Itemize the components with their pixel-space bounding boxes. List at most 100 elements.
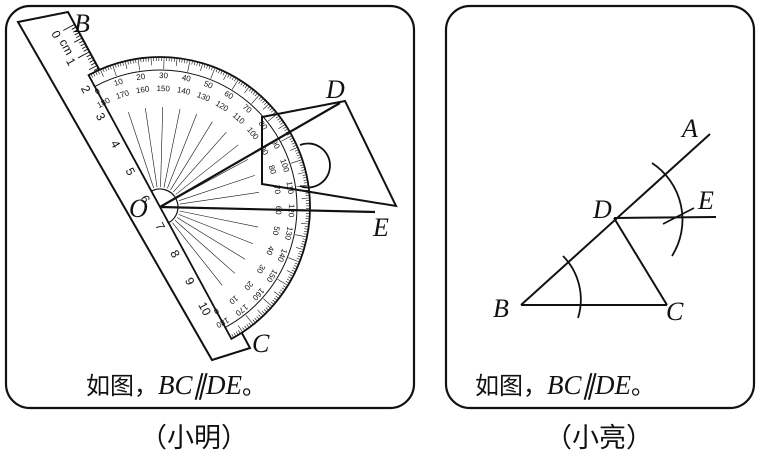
protractor-tick [267, 105, 271, 109]
protractor-inner-number: 0 [212, 306, 221, 316]
protractor-tick [284, 128, 289, 132]
protractor-tick [186, 59, 188, 64]
protractor-tick [267, 305, 271, 309]
protractor-ray [174, 220, 236, 274]
protractor-tick [203, 63, 206, 68]
protractor-tick [281, 135, 293, 142]
ruler-tick [63, 23, 75, 31]
protractor-tick [301, 243, 306, 245]
protractor-tick [303, 179, 308, 181]
protractor-tick [263, 298, 273, 307]
protractor-ray [163, 108, 181, 188]
protractor-ray [169, 224, 208, 296]
protractor-tick [262, 311, 266, 315]
protractor-tick [282, 285, 287, 288]
protractor-tick [262, 103, 270, 110]
protractor-tick [183, 59, 186, 64]
protractor-tick [181, 58, 183, 63]
protractor-tick [277, 278, 288, 286]
protractor-tick [272, 299, 276, 303]
protractor-outer-number: 20 [136, 72, 147, 82]
protractor-tick [231, 76, 235, 81]
protractor-tick [299, 164, 304, 166]
protractor-tick [278, 124, 286, 129]
protractor-tick [122, 61, 124, 66]
protractor-tick [137, 58, 141, 71]
protractor-tick [240, 81, 244, 86]
protractor-tick [238, 325, 243, 333]
protractor-tick [280, 289, 284, 293]
ruler-tick [87, 56, 93, 61]
protractor-tick [107, 66, 110, 71]
point-label-C-right: C [666, 297, 684, 326]
protractor-tick [114, 63, 117, 68]
protractor-tick [238, 330, 241, 334]
protractor-tick [252, 319, 256, 324]
protractor-tick [296, 257, 301, 260]
protractor-tick [124, 61, 128, 69]
protractor-tick [193, 61, 196, 66]
point-label-E-right: E [697, 186, 714, 215]
point-label-C: C [252, 329, 270, 358]
protractor-tick [112, 64, 117, 77]
protractor-tick [291, 142, 296, 145]
protractor-tick [257, 309, 264, 317]
protractor-tick [109, 65, 112, 70]
protractor-rays [112, 107, 260, 296]
protractor-tick [200, 63, 204, 71]
ruler-tick [83, 48, 89, 52]
protractor-tick [258, 314, 262, 318]
protractor-ray [178, 175, 255, 201]
protractor-tick [191, 60, 193, 65]
protractor-tick [295, 234, 308, 238]
protractor-tick [303, 182, 309, 184]
arc-at-B [562, 255, 582, 319]
protractor-tick [263, 309, 268, 313]
right-panel-frame [444, 4, 756, 410]
protractor-inner-number: 160 [135, 84, 150, 95]
protractor-tick [288, 276, 292, 279]
protractor-tick [262, 99, 266, 104]
protractor-outer-number: 0 [93, 86, 102, 96]
line-OE [159, 205, 376, 214]
protractor-tick [132, 59, 134, 64]
protractor-tick [175, 57, 178, 66]
protractor-tick [303, 233, 308, 235]
ruler-tick [73, 29, 78, 33]
protractor-tick [256, 316, 260, 320]
protractor-tick [302, 174, 307, 176]
protractor-outer-number: 40 [181, 73, 192, 84]
point-label-B-right: B [493, 294, 509, 323]
protractor-ray [178, 214, 254, 245]
protractor-ray [128, 112, 154, 189]
protractor-tick [299, 161, 304, 164]
protractor-tick [210, 66, 213, 71]
protractor-tick [246, 324, 250, 328]
protractor: 0102030405060708090100110120130140150160… [87, 56, 311, 341]
set-square-hole [299, 142, 331, 189]
point-label-D: D [325, 75, 345, 104]
ray-DE [613, 216, 717, 219]
protractor-tick [231, 333, 234, 338]
protractor-tick [222, 71, 225, 76]
protractor-tick [129, 59, 132, 64]
protractor-tick [290, 147, 298, 151]
protractor-tick [220, 70, 223, 75]
protractor-tick [298, 253, 303, 256]
point-label-E: E [372, 213, 389, 242]
ruler-tick [80, 43, 86, 47]
protractor-tick [250, 89, 254, 94]
protractor-ray [172, 222, 223, 286]
right-caption: 如图，BC∥DE。 [475, 370, 655, 400]
protractor-outer-number: 100 [278, 158, 291, 174]
protractor-tick [301, 222, 310, 225]
protractor-scale-band [94, 69, 298, 328]
protractor-tick [303, 230, 308, 233]
protractor-tick [300, 245, 305, 248]
protractor-tick [254, 317, 258, 322]
protractor-tick [135, 58, 137, 64]
protractor-tick [283, 126, 287, 129]
protractor-ray [179, 210, 259, 228]
protractor-tick [275, 115, 280, 119]
protractor-tick [178, 58, 181, 63]
